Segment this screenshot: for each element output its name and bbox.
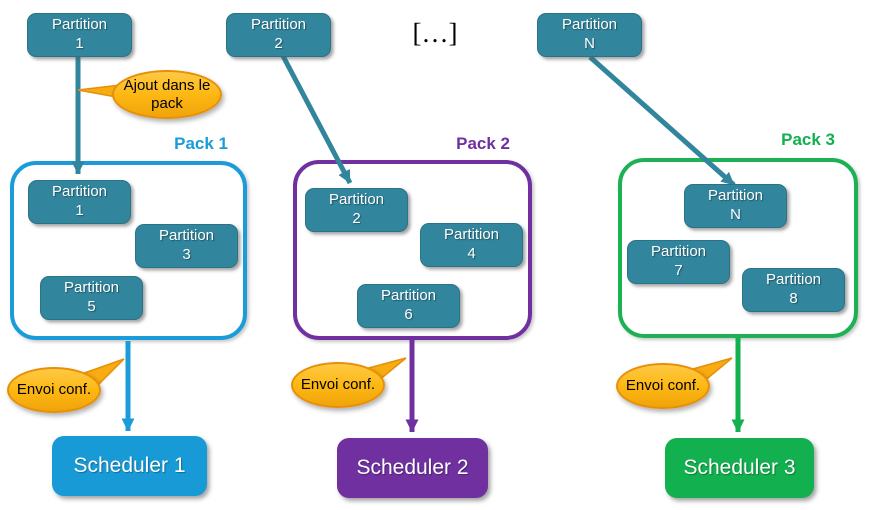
partition-number: 2 <box>274 35 283 52</box>
partition-node-pack1-3: Partition 3 <box>135 224 238 268</box>
partition-node-pack3-n: Partition N <box>684 184 787 228</box>
partition-number: 6 <box>404 306 413 323</box>
partition-node-pack2-6: Partition 6 <box>357 284 460 328</box>
partition-name: Partition <box>63 279 120 297</box>
partition-name: Partition <box>51 16 108 34</box>
partition-node-pack1-1: Partition 1 <box>28 180 131 224</box>
partition-node-top-2: Partition 2 <box>226 13 331 57</box>
partition-number: 5 <box>87 298 96 315</box>
pack3-label: Pack 3 <box>781 130 835 149</box>
pack2-label: Pack 2 <box>456 134 510 153</box>
partition-number: 8 <box>789 290 798 307</box>
callout-envoi-conf-2: Envoi conf. <box>291 362 385 408</box>
scheduler1-node: Scheduler 1 <box>52 436 207 496</box>
callout-envoi-conf-1: Envoi conf. <box>7 367 101 413</box>
partition-node-top-1: Partition 1 <box>27 13 132 57</box>
partition-name: Partition <box>250 16 307 34</box>
partition-number: N <box>730 206 741 223</box>
pack3-frame <box>618 158 858 338</box>
callout-envoi-conf-3: Envoi conf. <box>616 363 710 409</box>
partition-number: N <box>584 35 595 52</box>
ellipsis-text: […] <box>412 18 458 48</box>
partition-node-pack1-5: Partition 5 <box>40 276 143 320</box>
partition-name: Partition <box>328 191 385 209</box>
partition-name: Partition <box>443 226 500 244</box>
partition-number: 3 <box>182 246 191 263</box>
partition-number: 4 <box>467 245 476 262</box>
partition-number: 2 <box>352 210 361 227</box>
scheduler2-node: Scheduler 2 <box>337 438 488 498</box>
partition-number: 1 <box>75 202 84 219</box>
partition-node-pack3-8: Partition 8 <box>742 268 845 312</box>
partition-name: Partition <box>765 271 822 289</box>
partition-number: 1 <box>75 35 84 52</box>
callout-ajout-pack: Ajout dans le pack <box>112 70 222 119</box>
partition-node-pack2-2: Partition 2 <box>305 188 408 232</box>
arrow-partitionN-to-pack3 <box>588 55 736 187</box>
partition-node-top-n: Partition N <box>537 13 642 57</box>
partition-name: Partition <box>158 227 215 245</box>
partition-number: 7 <box>674 262 683 279</box>
pack2-frame <box>293 160 532 340</box>
partition-name: Partition <box>561 16 618 34</box>
partition-node-pack2-4: Partition 4 <box>420 223 523 267</box>
partition-name: Partition <box>650 243 707 261</box>
partition-name: Partition <box>380 287 437 305</box>
arrow-partition2-to-pack2 <box>280 54 353 185</box>
scheduler3-node: Scheduler 3 <box>665 438 814 498</box>
pack1-frame <box>10 161 247 340</box>
partition-name: Partition <box>707 187 764 205</box>
partition-name: Partition <box>51 183 108 201</box>
pack1-label: Pack 1 <box>174 134 228 153</box>
partition-node-pack3-7: Partition 7 <box>627 240 730 284</box>
